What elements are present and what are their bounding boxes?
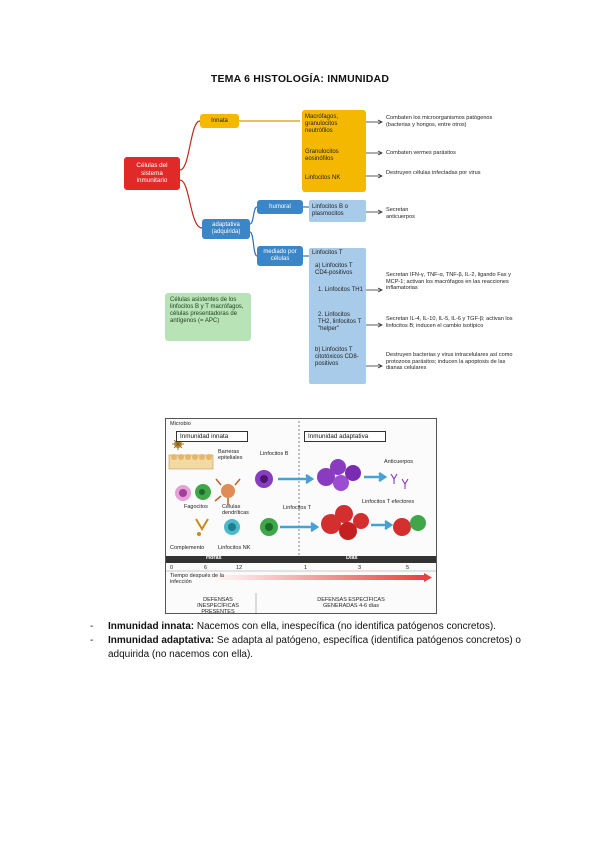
tick-12: 12 [236,565,243,571]
tick-0: 0 [170,565,174,571]
tick-5: 5 [406,565,410,571]
dendritic-label: Células dendríticas [222,504,249,516]
bullet-list: - Inmunidad innata: Nacemos con ella, in… [90,620,530,662]
t-cell-cluster-icon [321,505,369,540]
t-cells-panel: Linfocitos T a) Linfocitos T CD4-positiv… [309,248,366,384]
adaptive-defense: DEFENSAS ESPECÍFICAS GENERADAS 4-6 días [317,597,385,609]
b-cell-icon [255,470,273,488]
microbe-icon [172,438,184,450]
antibodies-label: Anticuerpos [384,459,414,465]
hours-label: Horas [206,555,222,561]
antibody-icon [390,473,409,489]
phagocytes-label: Fagocitos [184,504,208,510]
nk-cell-icon [224,519,240,535]
adaptive-title: Inmunidad adaptativa [304,431,386,442]
humoral-cells-panel: Linfocitos B o plasmocitos [309,200,366,222]
nk-label: Linfocitos NK [218,545,251,551]
days-label: Días [346,555,358,561]
phagocyte-icon-2 [195,484,211,500]
t1-desc: Secretan IFN-γ, TNF-α, TNF-β, IL-2, liga… [386,272,511,292]
diagram-connectors [179,119,383,369]
innate-desc-1: Combaten los microorganismos patógenos (… [386,115,493,128]
tick-3: 3 [358,565,362,571]
epithelium-icon [168,454,214,470]
innate-node: Innata [200,114,239,128]
innate-defense: DEFENSAS INESPECÍFICAS PRESENTES [197,597,239,615]
tick-1: 1 [304,565,308,571]
innate-title: Inmunidad innata [176,431,248,442]
page-title: TEMA 6 HISTOLOGÍA: INMUNIDAD [210,73,390,85]
bullet-adaptive: - Inmunidad adaptativa: Se adapta al pat… [90,635,521,660]
b-cells-label: Linfocitos B [260,451,289,457]
immunity-figure: Microbio Inmunidad innata Inmunidad adap… [165,418,437,615]
microbe-label: Microbio [170,421,191,427]
t-cells-label: Linfocitos T [283,505,312,511]
effector-t-icon [393,515,426,536]
barriers-label: Barreras epiteliales [218,449,243,461]
humoral-node: humoral [257,200,303,214]
b-cell-cluster-icon [317,459,361,491]
t2-desc: Secretan IL-4, IL-10, IL-5, IL-6 y TGF-β… [386,316,513,329]
immunity-figure-art [166,421,436,613]
apc-panel: Células asistentes de los linfocitos B y… [165,293,251,341]
time-label: Tiempo después de la infección [170,573,224,585]
tick-6: 6 [204,565,208,571]
bullet-innate: - Inmunidad innata: Nacemos con ella, in… [90,621,496,632]
phagocyte-icon [175,485,191,501]
root-node: Células del sistema inmunitario [124,157,180,190]
complement-icon [195,518,209,536]
innate-desc-2: Combaten vermes parásitos [386,150,456,156]
humoral-desc: Secretan anticuerpos [386,207,415,220]
innate-desc-3: Destruyen células infectadas por virus [386,170,481,176]
adaptive-node: adaptativa (adquirida) [202,219,250,239]
complement-label: Complemento [170,545,205,551]
cellular-node: mediado por células [257,246,303,266]
effector-t-label: Linfocitos T efectores [362,499,415,505]
t-cell-icon [260,518,278,536]
tb-desc: Destruyen bacterias y virus intracelular… [386,352,513,372]
innate-cells-panel: Macrófagos, granulocitos neutrófilos Gra… [302,110,366,192]
dendritic-icon [214,478,241,505]
